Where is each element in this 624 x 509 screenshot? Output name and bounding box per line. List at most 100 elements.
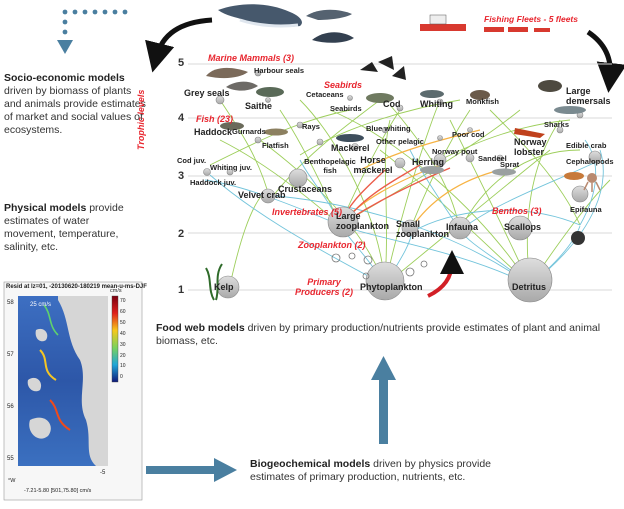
fish-icon (220, 80, 586, 180)
production-arrow (427, 250, 464, 298)
label-edible-crab: Edible crab (566, 141, 607, 150)
label-crustaceans: Crustaceans (278, 184, 333, 194)
label-haddock: Haddock (194, 127, 233, 137)
label-benthopelagic: Benthopelagic fish (304, 157, 356, 175)
label-flatfish: Flatfish (262, 141, 289, 150)
map-scale-unit: cm/s (110, 288, 122, 294)
level-2: 2 (178, 228, 185, 240)
label-harbour-seals: Harbour seals (254, 66, 305, 75)
label-herring: Herring (412, 157, 445, 167)
label-small-zooplankton: Small zooplankton (396, 219, 449, 239)
food-web-links (204, 99, 611, 286)
scale-tick: 20 (120, 352, 126, 359)
group-marine-mammals: Marine Mammals (3) (208, 53, 295, 63)
socio-body: driven by biomass of plants and animals … (4, 85, 146, 136)
label-cetaceans: Cetaceans (306, 90, 344, 99)
food-web-nodes (203, 69, 602, 303)
dotted-arrow (57, 9, 128, 54)
lobster-icon (514, 128, 545, 138)
label-whiting: Whiting (420, 99, 453, 109)
map-lat-58: 58 (7, 300, 14, 306)
physical-model-map (3, 281, 143, 501)
biogeochemical-text: Biogeochemical models driven by physics … (250, 458, 520, 484)
label-rays: Rays (302, 122, 320, 131)
label-velvet-crab: Velvet crab (238, 190, 286, 200)
group-zooplankton: Zooplankton (2) (298, 240, 366, 250)
label-cephalopods: Cephalopods (566, 157, 614, 166)
level-4: 4 (178, 112, 185, 124)
scale-tick: 30 (120, 341, 126, 348)
label-other-pelagic: Other pelagic (376, 137, 424, 146)
scale-tick: 10 (120, 363, 126, 370)
plankton-icon (331, 252, 428, 280)
label-poor-cod: Poor cod (452, 130, 485, 139)
scale-tick: 0 (120, 374, 123, 381)
label-sandeel: Sandeel (478, 154, 507, 163)
scale-tick: 70 (120, 298, 126, 304)
label-scallops: Scallops (504, 222, 542, 232)
map-footer: -7.21-5.80 [501,75.80] cm/s (24, 488, 92, 494)
map-title: Resid at lz=01, -20130620-180219 mean-u-… (6, 284, 147, 290)
label-mackerel: Mackerel (331, 143, 370, 153)
food-web-body: driven by primary production/nutrients p… (156, 322, 601, 347)
label-sprat: Sprat (500, 160, 520, 169)
map-corner: °W (8, 478, 16, 484)
label-grey-seals: Grey seals (184, 88, 230, 98)
label-norway-pout: Norway pout (432, 147, 478, 156)
level-3: 3 (178, 170, 185, 182)
map-lat-55: 55 (7, 456, 14, 462)
map-lon-tick: -5 (100, 470, 106, 476)
map-lat-57: 57 (7, 352, 14, 358)
ship-icon (420, 14, 550, 32)
scale-tick: 40 (120, 330, 126, 337)
biogeo-title: Biogeochemical models (250, 458, 371, 470)
whale-icon (218, 4, 302, 28)
physical-title: Physical models (4, 202, 87, 214)
right-curved-arrow (586, 29, 624, 93)
label-norway-lobster: Norway lobster (514, 137, 547, 157)
label-kelp: Kelp (214, 282, 234, 292)
group-primary: Primary Producers (2) (294, 277, 354, 297)
group-fish: Fish (23) (196, 114, 234, 124)
label-haddock-juv: Haddock juv. (190, 178, 237, 187)
label-sharks: Sharks (544, 120, 570, 129)
label-blue-whiting: Blue whiting (366, 124, 411, 133)
label-large-demersals: Large demersals (566, 86, 611, 106)
label-infauna: Infauna (446, 222, 479, 232)
map-speed-label: 25 cm/s (30, 302, 52, 308)
kelp-icon (205, 263, 223, 301)
level-5: 5 (178, 57, 185, 69)
physical-body: provide estimates of water movement, tem… (4, 202, 124, 253)
right-arrow (146, 458, 237, 482)
socio-title: Socio-economic models (4, 72, 125, 84)
label-large-zooplankton: Large zooplankton (336, 211, 389, 231)
group-benthos: Benthos (3) (492, 206, 542, 216)
food-web-text: Food web models driven by primary produc… (156, 322, 616, 348)
map-scale-ticks: 70 60 50 40 30 20 10 0 (120, 296, 136, 383)
seabird-icon (360, 56, 406, 80)
label-cod: Cod (383, 99, 401, 109)
label-horse-mackerel: Horse mackerel (353, 155, 393, 175)
label-epifauna: Epifauna (570, 205, 602, 214)
socio-economic-text: Socio-economic models driven by biomass … (4, 72, 150, 137)
label-whiting-juv: Whiting juv. (210, 163, 252, 172)
seal-icon (206, 67, 258, 91)
label-monkfish: Monkfish (466, 97, 499, 106)
label-phytoplankton: Phytoplankton (360, 282, 423, 292)
label-saithe: Saithe (245, 101, 273, 111)
group-seabirds: Seabirds (324, 80, 363, 90)
up-arrow (371, 356, 396, 444)
octopus-icon (583, 173, 601, 192)
label-cod-juv: Cod juv. (177, 156, 207, 165)
left-curved-arrow (145, 17, 213, 73)
label-detritus: Detritus (512, 282, 547, 292)
map-lat-56: 56 (7, 404, 14, 410)
scale-tick: 60 (120, 308, 126, 315)
trophic-label: Trophic levels (136, 89, 146, 150)
physical-text: Physical models provide estimates of wat… (4, 202, 144, 254)
urchin-icon (571, 231, 585, 245)
dolphin-icon (306, 9, 354, 43)
food-web-title: Food web models (156, 322, 245, 334)
biogeo-body: driven by physics provide estimates of p… (250, 458, 492, 483)
